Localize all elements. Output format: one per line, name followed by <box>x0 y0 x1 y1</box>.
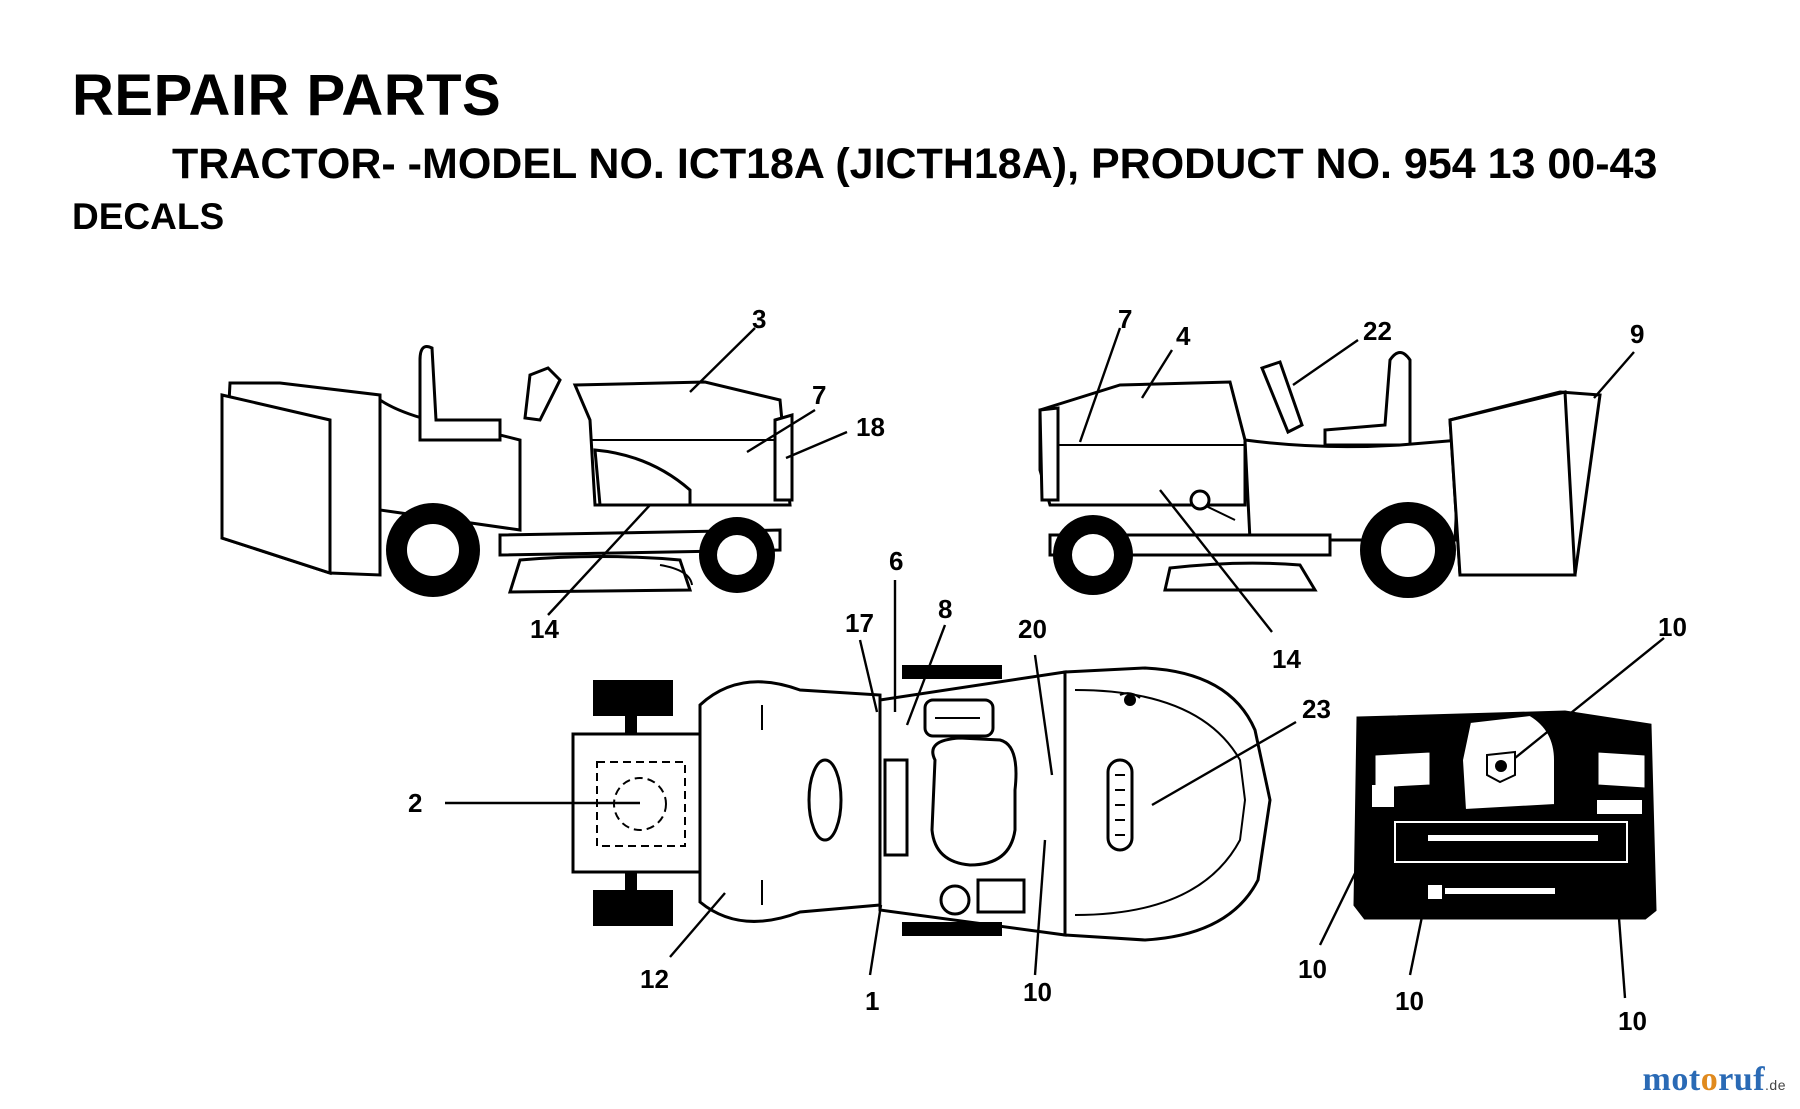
callout-7: 7 <box>812 380 826 410</box>
callout-10: 10 <box>1618 1006 1647 1036</box>
callout-10: 10 <box>1023 977 1052 1007</box>
callout-14: 14 <box>1272 644 1301 674</box>
callout-10: 10 <box>1298 954 1327 984</box>
callout-12: 12 <box>640 964 669 994</box>
callout-2: 2 <box>408 788 422 818</box>
callout-17: 17 <box>845 608 874 638</box>
page-title: REPAIR PARTS <box>72 63 502 128</box>
rear-panel-view <box>1353 710 1657 920</box>
leader-lines <box>445 327 1665 999</box>
callout-10: 10 <box>1395 986 1424 1016</box>
tractor-right-side-view <box>1038 351 1602 598</box>
callout-6: 6 <box>889 546 903 576</box>
motoruf-watermark: motoruf.de <box>1642 1061 1786 1098</box>
callout-14: 14 <box>530 614 559 644</box>
callout-4: 4 <box>1176 321 1191 351</box>
callout-8: 8 <box>938 594 952 624</box>
callout-10: 10 <box>1658 612 1687 642</box>
callout-23: 23 <box>1302 694 1331 724</box>
callout-9: 9 <box>1630 319 1644 349</box>
callout-22: 22 <box>1363 316 1392 346</box>
callout-7: 7 <box>1118 304 1132 334</box>
callout-1: 1 <box>865 986 879 1016</box>
callout-3: 3 <box>752 304 766 334</box>
tractor-top-view <box>571 665 1272 942</box>
model-subtitle: TRACTOR- -MODEL NO. ICT18A (JICTH18A), P… <box>172 140 1658 188</box>
callout-20: 20 <box>1018 614 1047 644</box>
callouts: 3 7 18 14 7 4 22 9 14 6 17 8 20 23 2 12 … <box>408 304 1687 1036</box>
callout-18: 18 <box>856 412 885 442</box>
section-heading: DECALS <box>72 196 225 237</box>
tractor-left-side-view <box>220 345 794 597</box>
